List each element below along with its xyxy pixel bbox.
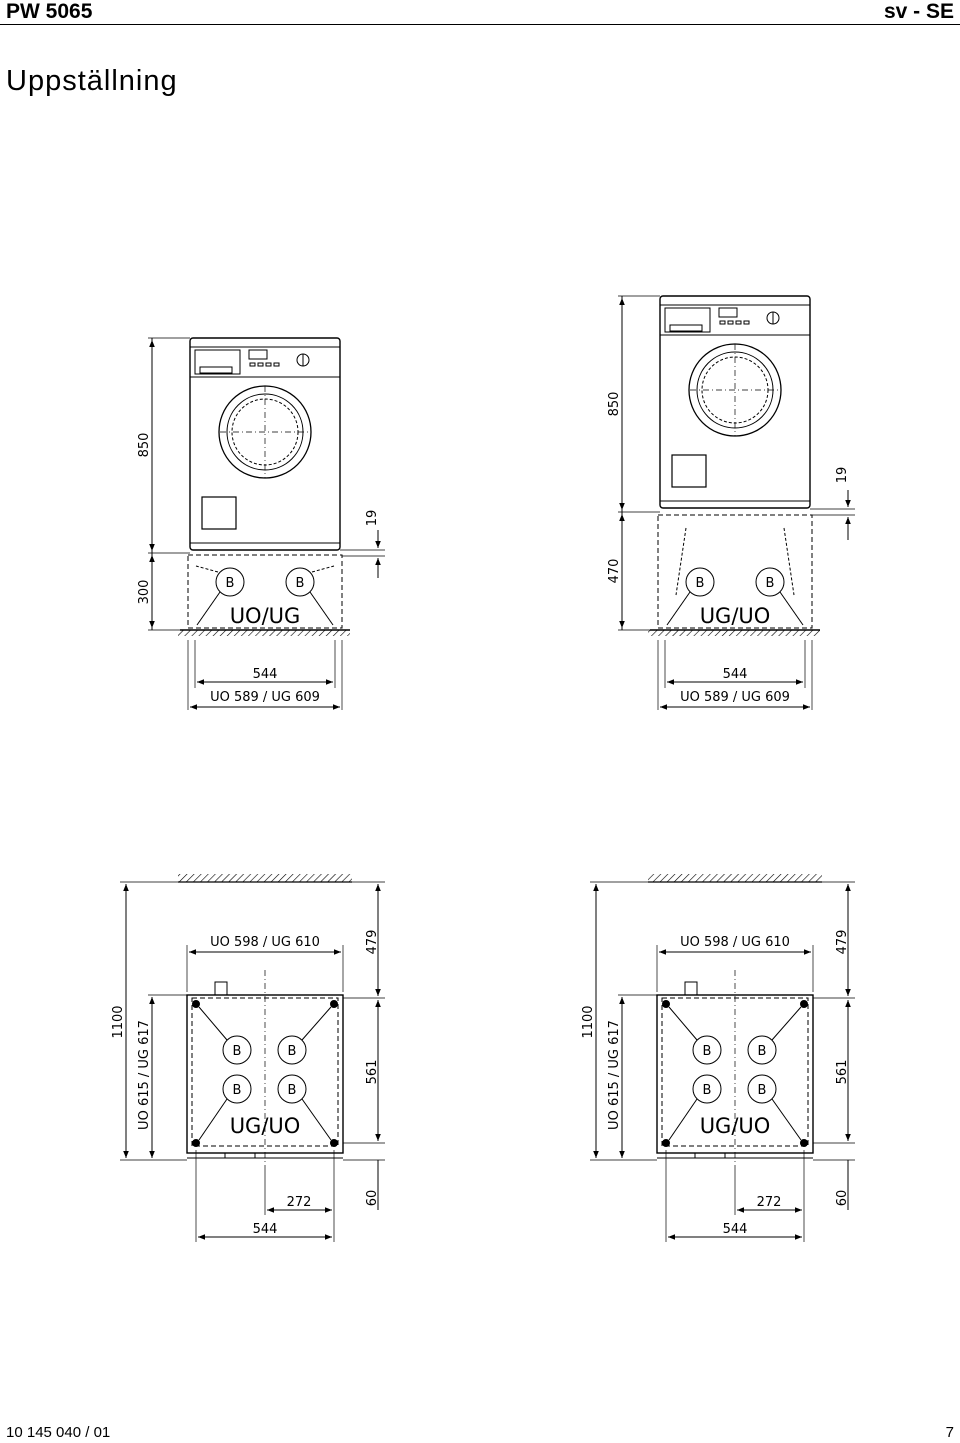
footer-page-number: 7 — [945, 1424, 954, 1441]
dim-top-width: UO 598 / UG 610 — [680, 935, 790, 950]
foot-label: B — [226, 576, 235, 591]
dim-half-width: 272 — [757, 1195, 782, 1210]
foot-label: B — [758, 1044, 767, 1059]
dim-outer-width: UO 589 / UG 609 — [210, 690, 320, 705]
dim-gap: 19 — [365, 510, 380, 527]
base-outline — [187, 554, 343, 629]
page-title: Uppställning — [6, 65, 178, 97]
footer-doc-number: 10 145 040 / 01 — [6, 1424, 111, 1441]
machine-body — [659, 295, 811, 509]
foot-label: B — [758, 1083, 767, 1098]
header-rule — [0, 24, 960, 25]
top-view-left: B B B B UG/UO UO 598 / UG 610 1100 UO 61… — [111, 874, 385, 1242]
front-view-left: B B UO/UG 850 300 19 544 UO 589 / UG 609 — [137, 337, 385, 710]
foot-b-4 — [277, 1074, 307, 1104]
rear-connector — [214, 981, 228, 996]
dim-rear-offset: 479 — [835, 930, 850, 955]
foot-b-4 — [747, 1074, 777, 1104]
service-flap — [671, 454, 707, 488]
floor-hatch — [648, 630, 820, 636]
base-type-label: UG/UO — [700, 1114, 771, 1138]
dim-half-width: 272 — [287, 1195, 312, 1210]
foot-label: B — [766, 576, 775, 591]
base-type-label: UO/UG — [230, 604, 301, 628]
foot-b-2 — [285, 567, 315, 597]
dim-height-base: 470 — [607, 559, 622, 584]
dim-front-offset: 60 — [365, 1190, 380, 1207]
foot-label: B — [233, 1044, 242, 1059]
floor-hatch — [178, 630, 350, 636]
foot-b-1 — [692, 1035, 722, 1065]
dim-top-width: UO 598 / UG 610 — [210, 935, 320, 950]
foot-b-1 — [215, 567, 245, 597]
foot-label: B — [296, 576, 305, 591]
dim-height-machine: 850 — [137, 433, 152, 458]
dim-width: 544 — [253, 667, 278, 682]
dim-foot-depth: 561 — [365, 1060, 380, 1085]
foot-label: B — [703, 1044, 712, 1059]
dim-width: 544 — [253, 1222, 278, 1237]
detergent-drawer — [194, 349, 241, 375]
foot-b-2 — [747, 1035, 777, 1065]
dim-foot-depth: 561 — [835, 1060, 850, 1085]
header-model: PW 5065 — [6, 0, 93, 23]
foot-b-2 — [755, 567, 785, 597]
base-outline — [657, 514, 813, 629]
foot-b-3 — [222, 1074, 252, 1104]
dim-width: 544 — [723, 667, 748, 682]
foot-b-1 — [685, 567, 715, 597]
dim-rear-offset: 479 — [365, 930, 380, 955]
foot-label: B — [703, 1083, 712, 1098]
base-type-label: UG/UO — [700, 604, 771, 628]
wall-hatch — [178, 874, 352, 882]
foot-b-3 — [692, 1074, 722, 1104]
machine-body — [189, 337, 341, 551]
dim-outer-width: UO 589 / UG 609 — [680, 690, 790, 705]
foot-label: B — [233, 1083, 242, 1098]
display — [248, 349, 268, 360]
foot-label: B — [288, 1083, 297, 1098]
top-view-right: B B B B UG/UO UO 598 / UG 610 1100 UO 61… — [581, 874, 855, 1242]
dim-depth: UO 615 / UG 617 — [137, 1020, 152, 1130]
foot-b-2 — [277, 1035, 307, 1065]
foot-label: B — [288, 1044, 297, 1059]
foot-label: B — [696, 576, 705, 591]
dim-height-machine: 850 — [607, 392, 622, 417]
dim-gap: 19 — [835, 467, 850, 484]
front-view-right: B B UG/UO 850 470 19 544 UO 589 / UG 609 — [607, 295, 855, 710]
dim-depth: UO 615 / UG 617 — [607, 1020, 622, 1130]
service-flap — [201, 496, 237, 530]
display — [718, 307, 738, 318]
wall-hatch — [648, 874, 822, 882]
dim-total-depth: 1100 — [581, 1005, 596, 1038]
detergent-drawer — [664, 307, 711, 333]
dim-height-base: 300 — [137, 580, 152, 605]
dim-front-offset: 60 — [835, 1190, 850, 1207]
foot-b-1 — [222, 1035, 252, 1065]
rear-connector — [684, 981, 698, 996]
dim-total-depth: 1100 — [111, 1005, 126, 1038]
dim-width: 544 — [723, 1222, 748, 1237]
base-type-label: UG/UO — [230, 1114, 301, 1138]
header-language: sv - SE — [883, 0, 954, 23]
